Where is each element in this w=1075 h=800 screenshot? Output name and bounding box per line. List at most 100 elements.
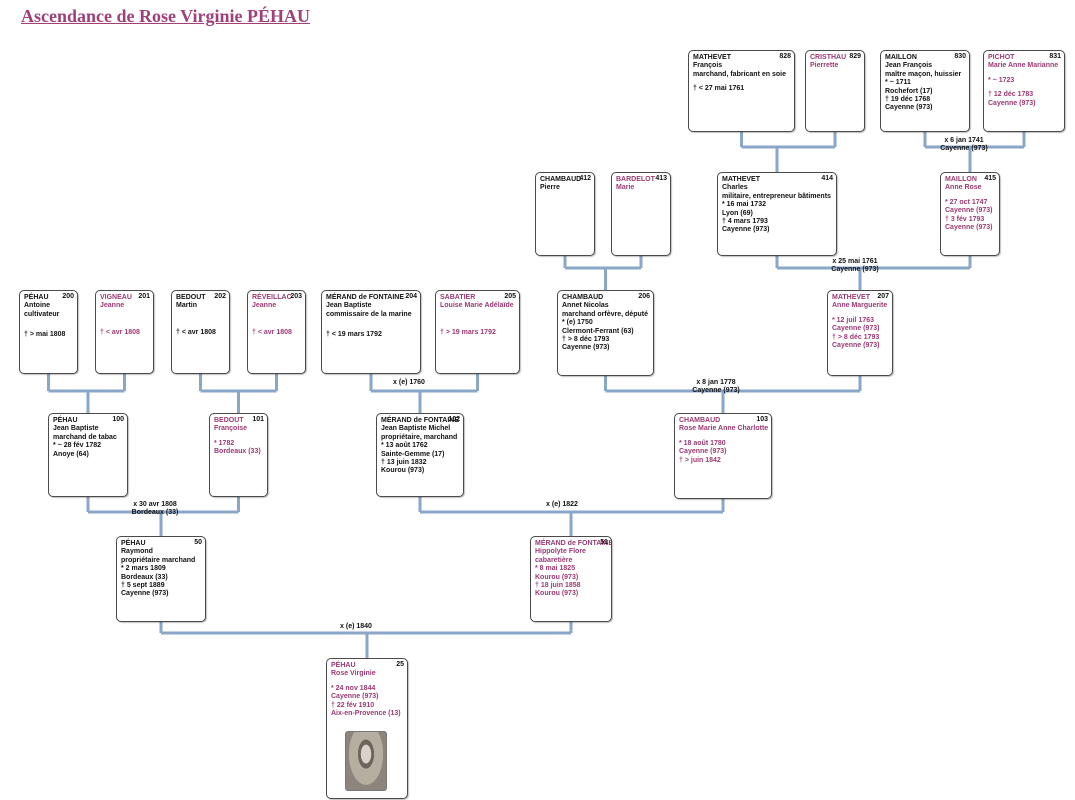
person-detail: Pierre xyxy=(540,184,560,192)
sosa-number: 415 xyxy=(984,175,996,182)
marriage-label: x (e) 1760 xyxy=(393,379,425,387)
person-detail: Lyon (69) xyxy=(722,209,753,217)
person-surname: CHAMBAUD xyxy=(679,417,721,424)
person-detail: Pierrette xyxy=(810,62,839,70)
person-detail: marchand de tabac xyxy=(53,433,117,441)
person-detail: Kourou (973) xyxy=(535,590,579,598)
sosa-number: 51 xyxy=(600,539,608,546)
person-detail: * 18 août 1780 xyxy=(679,439,726,447)
person-detail: Rochefort (17) xyxy=(885,87,933,95)
portrait-photo xyxy=(345,731,387,791)
person-detail: * 16 mai 1732 xyxy=(722,201,766,209)
sosa-number: 413 xyxy=(655,175,667,182)
marriage-detail: Cayenne (973) xyxy=(940,145,988,153)
person-detail: Cayenne (973) xyxy=(562,344,610,352)
sosa-number: 207 xyxy=(877,293,889,300)
person-detail: Cayenne (973) xyxy=(121,590,169,598)
sosa-number: 102 xyxy=(448,416,460,423)
person-surname: CRISTHAU xyxy=(810,54,847,61)
person-detail: Cayenne (973) xyxy=(331,693,379,701)
person-detail: Charles xyxy=(722,184,748,192)
person-surname: PÉHAU xyxy=(24,294,49,301)
person-surname: BEDOUT xyxy=(214,417,244,424)
marriage-detail: Cayenne (973) xyxy=(692,387,740,395)
marriage-detail: x (e) 1822 xyxy=(546,501,578,508)
person-detail: Jean Baptiste xyxy=(53,425,99,433)
person-detail: † 3 fév 1793 xyxy=(945,215,985,223)
person-detail: * ~ 1711 xyxy=(885,79,911,87)
person-detail: Marie xyxy=(616,184,635,192)
person-detail: Rose Marie Anne Charlotte xyxy=(679,425,769,433)
marriage-detail: Bordeaux (33) xyxy=(131,509,179,517)
person-detail: † > mai 1808 xyxy=(24,331,66,339)
person-detail: * ~ 28 fév 1782 xyxy=(53,442,102,450)
person-detail: * 2 mars 1809 xyxy=(121,565,166,573)
sosa-number: 203 xyxy=(290,293,302,300)
sosa-number: 412 xyxy=(579,175,591,182)
sosa-number: 831 xyxy=(1049,53,1061,60)
sosa-number: 50 xyxy=(194,539,202,546)
person-surname: BARDELOT xyxy=(616,176,655,183)
person-surname: PICHOT xyxy=(988,54,1015,61)
marriage-detail: x 30 avr 1808 xyxy=(133,501,177,508)
sosa-number: 830 xyxy=(954,53,966,60)
person-detail: cultivateur xyxy=(24,310,60,318)
person-detail: Jean François xyxy=(885,62,933,70)
person-detail: Raymond xyxy=(121,548,153,556)
person-surname: PÉHAU xyxy=(53,417,78,424)
person-surname: RÉVEILLAC xyxy=(252,294,292,301)
person-surname: CHAMBAUD xyxy=(562,294,604,301)
person-detail: Annet Nicolas xyxy=(562,302,609,310)
person-detail: Anoye (64) xyxy=(53,450,89,458)
person-detail: propriétaire, marchand xyxy=(381,433,458,441)
person-detail: Antoine xyxy=(24,302,51,310)
marriage-detail: x (e) 1840 xyxy=(340,623,372,630)
person-detail: † 22 fév 1910 xyxy=(331,701,375,709)
person-surname: MATHEVET xyxy=(693,54,731,61)
person-detail: * 27 oct 1747 xyxy=(945,198,988,206)
person-detail: maître maçon, huissier xyxy=(885,70,962,78)
person-detail: Martin xyxy=(176,302,197,310)
marriage-detail: x (e) 1760 xyxy=(393,379,425,386)
person-detail: † 12 déc 1783 xyxy=(988,91,1034,99)
person-detail: Cayenne (973) xyxy=(832,325,880,333)
person-detail: * 24 nov 1844 xyxy=(331,684,376,692)
person-detail: † > 19 mars 1792 xyxy=(440,328,496,336)
sosa-number: 204 xyxy=(405,293,417,300)
person-detail: Hippolyte Flore xyxy=(535,548,586,556)
sosa-number: 101 xyxy=(252,416,264,423)
sosa-number: 828 xyxy=(779,53,791,60)
person-detail: † > 8 déc 1793 xyxy=(832,333,880,341)
person-detail: Marie Anne Marianne xyxy=(988,62,1059,70)
marriage-detail: x 25 mai 1761 xyxy=(832,258,878,265)
person-surname: MÉRAND de FONTAINE xyxy=(381,417,460,424)
person-detail: Kourou (973) xyxy=(381,467,425,475)
person-surname: CHAMBAUD xyxy=(540,176,582,183)
person-surname: SABATIER xyxy=(440,294,476,301)
person-detail: Cayenne (973) xyxy=(722,226,770,234)
